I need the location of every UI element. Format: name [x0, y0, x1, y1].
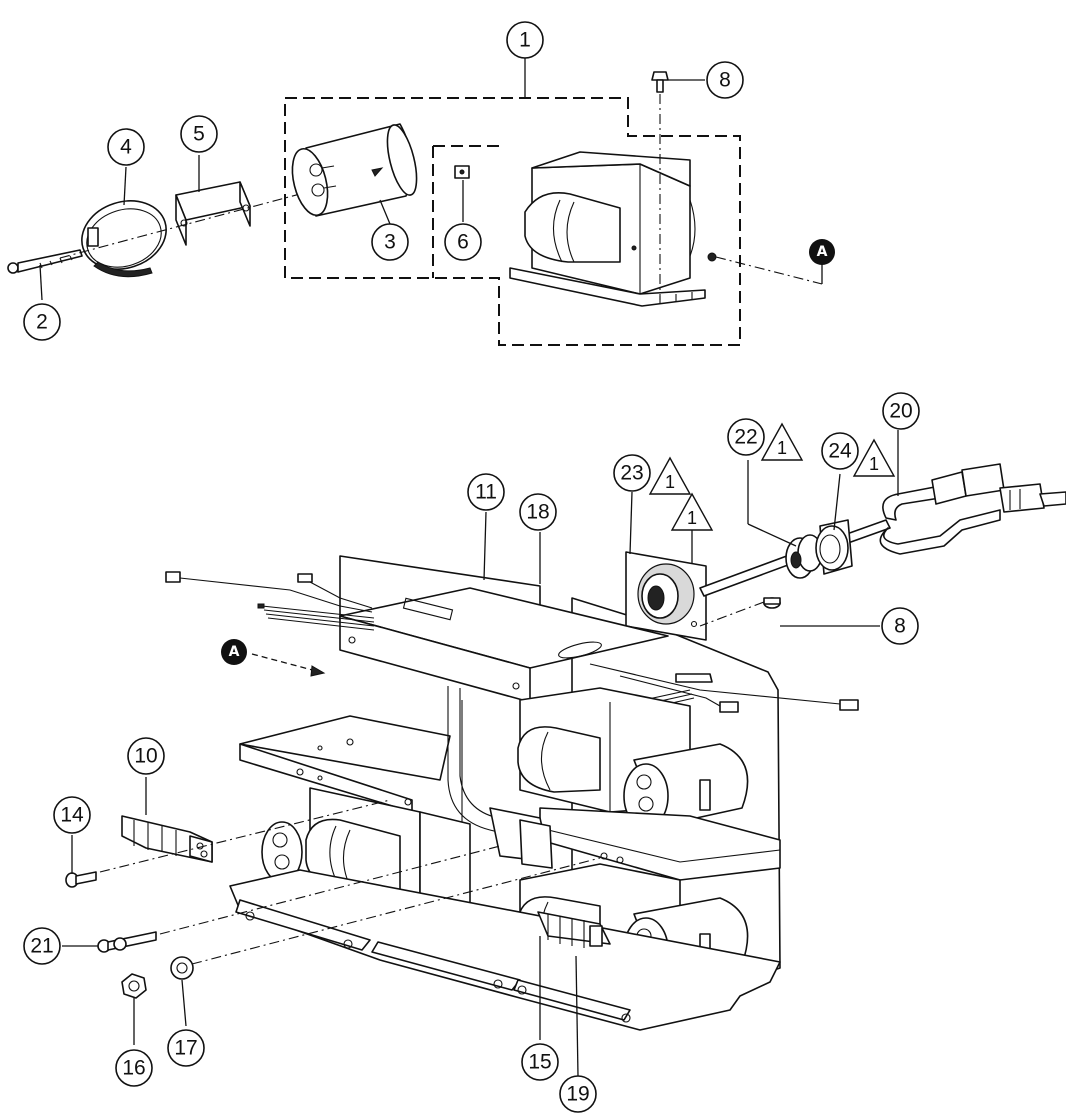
note-triangle-24-label: 1: [869, 454, 879, 474]
callout-16-label: 16: [122, 1057, 145, 1080]
callout-1: 1: [506, 21, 544, 59]
reference-marker-top-label: A: [817, 244, 828, 260]
callout-23: 23: [613, 454, 651, 492]
callout-21-label: 21: [30, 935, 53, 958]
callout-11: 11: [467, 473, 505, 511]
ballast-transformer-top: [509, 151, 706, 307]
callout-19-label: 19: [566, 1083, 589, 1106]
reference-marker-main: A: [221, 639, 247, 665]
callout-16: 16: [115, 1049, 153, 1087]
part-4-clamp: [81, 200, 167, 278]
part-21-screw: [97, 931, 157, 953]
part-10-terminal-block: [121, 815, 213, 863]
part-24-locknut: [815, 519, 853, 575]
middle-shelf: [239, 715, 451, 813]
wire-harness-right: [589, 663, 859, 715]
callout-6: 6: [444, 223, 482, 261]
reference-marker-main-label: A: [229, 644, 240, 660]
callout-5: 5: [180, 115, 218, 153]
note-triangle-22: 1: [760, 422, 804, 461]
callout-15: 15: [521, 1043, 559, 1081]
note-triangle-23a-label: 1: [665, 472, 675, 492]
callout-3: 3: [371, 223, 409, 261]
callout-3-label: 3: [384, 231, 396, 254]
part-20-power-cord: [699, 463, 1066, 597]
part-8-bolt-top: [651, 71, 669, 93]
callout-10: 10: [127, 737, 165, 775]
callout-20-label: 20: [889, 400, 912, 423]
part-8-screw-mid: [763, 597, 781, 609]
part-23-plate: [625, 551, 707, 641]
part-2-bolt: [7, 249, 83, 274]
callout-17-label: 17: [174, 1037, 197, 1060]
base-plate: [229, 869, 781, 1031]
part-14-screw: [65, 871, 97, 888]
callout-22-label: 22: [734, 426, 757, 449]
callout-23-label: 23: [620, 462, 643, 485]
callout-8-top-label: 8: [719, 69, 731, 92]
note-triangle-24: 1: [852, 438, 896, 477]
capacitor-upper-right: [623, 743, 749, 829]
callout-4: 4: [107, 128, 145, 166]
callout-2: 2: [23, 303, 61, 341]
callout-4-label: 4: [120, 136, 132, 159]
callout-24: 24: [821, 432, 859, 470]
part-17-washer: [170, 956, 194, 980]
callout-24-label: 24: [828, 440, 852, 463]
callout-20: 20: [882, 392, 920, 430]
note-triangle-23b: 1: [670, 492, 714, 531]
part-6-nut: [454, 165, 470, 179]
callout-1-label: 1: [519, 29, 531, 52]
callout-2-label: 2: [36, 311, 48, 334]
callout-8-mid: 8: [881, 607, 919, 645]
callout-22: 22: [727, 418, 765, 456]
callout-17: 17: [167, 1029, 205, 1067]
callout-6-label: 6: [457, 231, 469, 254]
note-triangle-23b-label: 1: [687, 508, 697, 528]
callout-14-label: 14: [60, 804, 84, 827]
callout-18-label: 18: [526, 501, 549, 524]
kit-1-boundary: [284, 97, 741, 346]
callout-8-mid-label: 8: [894, 615, 906, 638]
callout-18: 18: [519, 493, 557, 531]
note-triangle-22-label: 1: [777, 438, 787, 458]
callout-8-top: 8: [706, 61, 744, 99]
part-5-bracket: [175, 181, 251, 246]
top-cover: [339, 587, 669, 703]
capacitor-lower-left: [261, 821, 303, 883]
callout-10-label: 10: [134, 745, 157, 768]
part-16-screw: [121, 973, 147, 999]
callout-14: 14: [53, 796, 91, 834]
note-triangle-23a: 1: [648, 456, 692, 495]
callout-19: 19: [559, 1075, 597, 1113]
part-3-capacitor: [291, 123, 418, 217]
callout-11-label: 11: [475, 481, 497, 504]
reference-marker-top: A: [809, 239, 835, 265]
callout-21: 21: [23, 927, 61, 965]
callout-5-label: 5: [193, 123, 205, 146]
wire-harness-left: [165, 571, 375, 631]
callout-15-label: 15: [528, 1051, 551, 1074]
connection-point-top: [707, 252, 717, 262]
part-15-terminal-block: [537, 911, 611, 948]
